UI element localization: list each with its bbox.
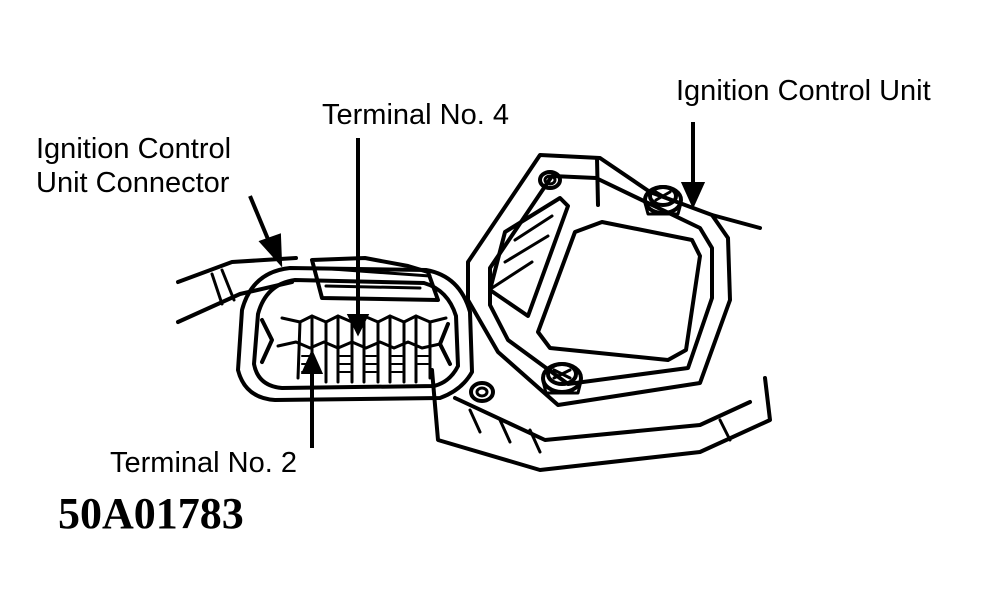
mounting-hole-top-icon: [538, 170, 562, 190]
unit-left-channel-inner: [490, 214, 554, 290]
unit-label-plate: [536, 220, 702, 362]
figure-id: 50A01783: [58, 489, 244, 538]
ignition-control-unit: [430, 153, 772, 472]
label-terminal-no-4: Terminal No. 4: [322, 99, 509, 131]
unit-base-shade: [468, 408, 732, 454]
arrowhead-ignition-control-unit-icon: [680, 182, 706, 209]
label-terminal-no-2: Terminal No. 2: [110, 447, 297, 479]
label-connector-line-2: Unit Connector: [36, 167, 230, 199]
unit-base-plate: [430, 368, 772, 472]
connector-inner-shell: [252, 278, 460, 390]
connector-hood-lines: [316, 266, 432, 290]
ignition-control-unit-connector: [236, 256, 474, 402]
unit-housing-rim: [488, 174, 714, 386]
screw-bottom-icon: [541, 362, 583, 395]
connector-hood: [310, 256, 440, 302]
label-ignition-control-unit: Ignition Control Unit: [676, 75, 931, 107]
connector-side-latch: [260, 318, 452, 366]
connector-pin-row-lower: [276, 340, 442, 350]
unit-rear-edge: [595, 156, 762, 230]
arrowhead-terminal-no-2-icon: [300, 349, 324, 374]
leader-line-connector: [248, 195, 272, 245]
arrowhead-connector-icon: [258, 233, 283, 268]
unit-housing: [466, 153, 732, 407]
mounting-hole-bottom-icon: [469, 381, 495, 403]
arrowhead-terminal-no-4-icon: [346, 314, 370, 337]
screw-top-icon: [643, 185, 683, 216]
wire-harness: [176, 256, 298, 324]
label-connector-line-1: Ignition Control: [36, 133, 232, 165]
connector-pin-separators: [296, 314, 432, 384]
unit-left-channel: [488, 196, 570, 318]
